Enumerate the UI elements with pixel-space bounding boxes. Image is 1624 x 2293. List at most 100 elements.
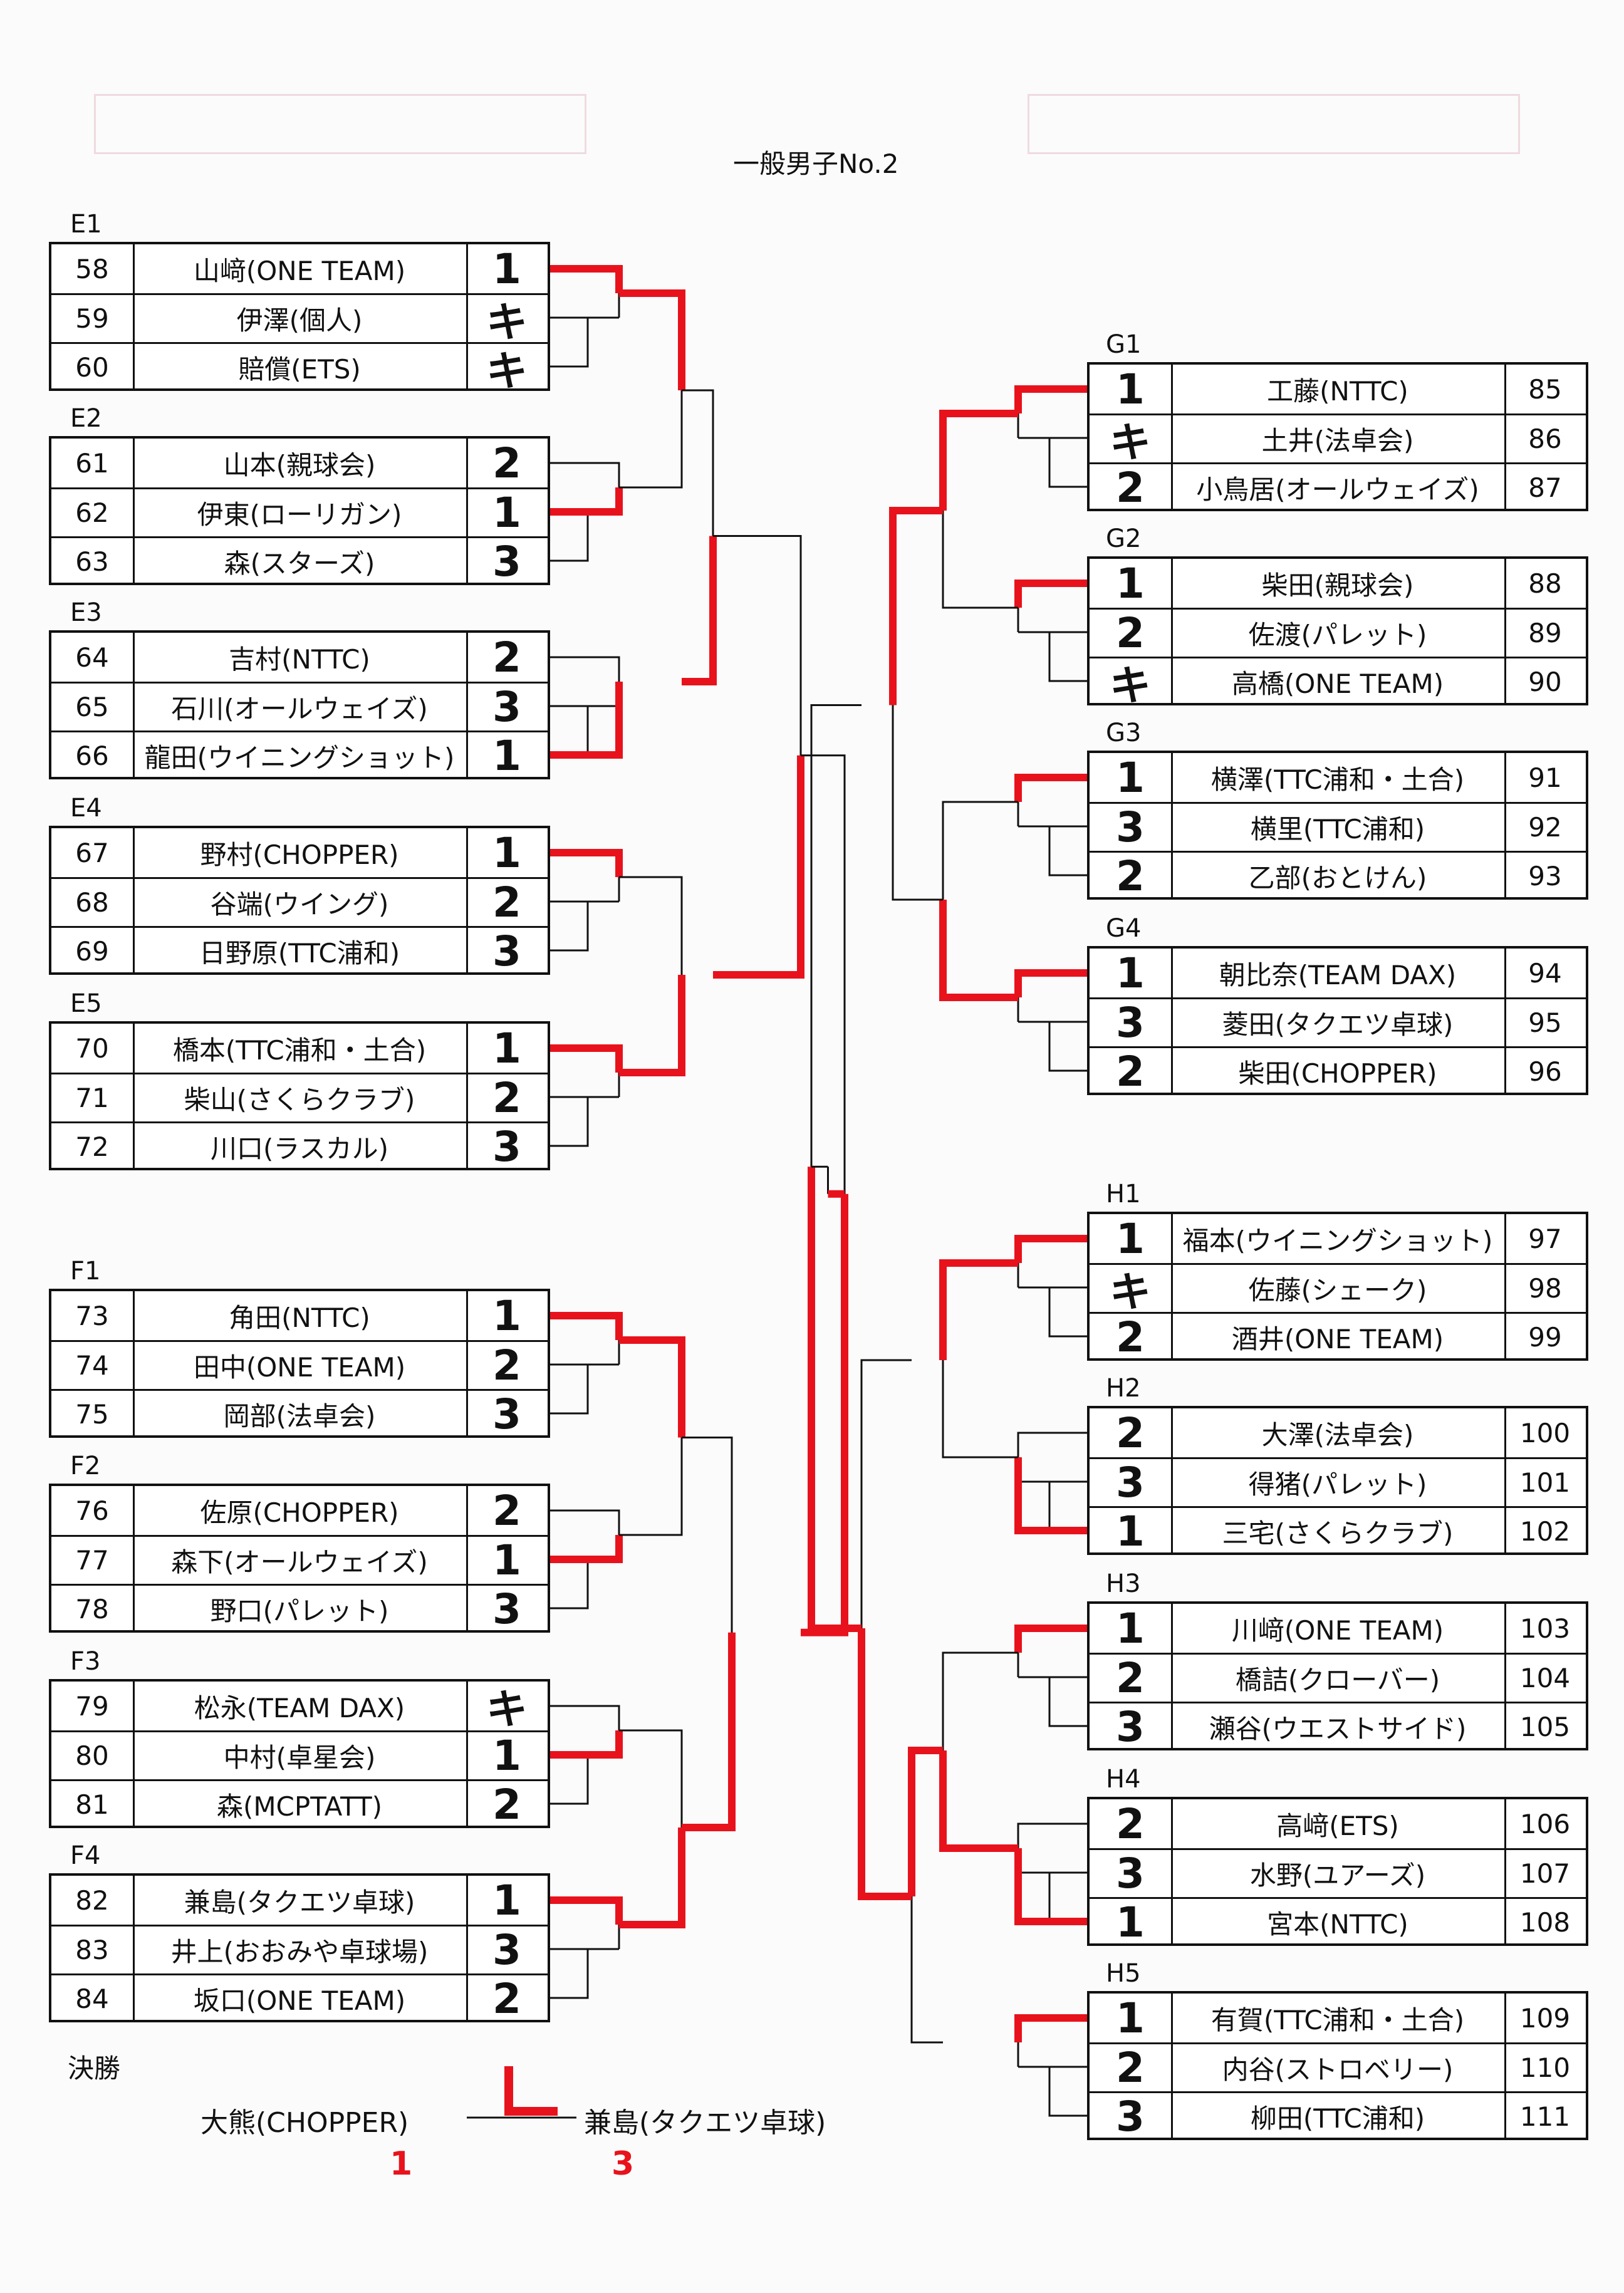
player-name: 柴山(さくらクラブ) (184, 1084, 415, 1115)
cell-divider (1171, 1655, 1173, 1702)
winner-path (682, 536, 717, 685)
group-connector (1018, 1676, 1087, 1727)
cell-divider (1171, 853, 1173, 900)
cell-divider (133, 344, 135, 391)
group-connector (1018, 437, 1087, 488)
match-result: 2 (492, 1074, 521, 1121)
cell-divider (133, 439, 135, 487)
cell-divider (133, 1781, 135, 1828)
cell-divider (1504, 1048, 1506, 1095)
group-label: G2 (1106, 524, 1142, 553)
group-connector (1018, 631, 1087, 682)
match-result: 3 (1116, 1459, 1145, 1506)
player-name: 森(スターズ) (224, 548, 375, 579)
group-connector (550, 1096, 619, 1147)
winner-path (713, 755, 804, 979)
winner-path (538, 1896, 623, 1925)
cell-divider (466, 1926, 468, 1973)
player-number: 86 (1528, 424, 1562, 454)
cell-divider (1504, 658, 1506, 705)
page-title: 一般男子No.2 (733, 148, 899, 179)
match-result: 2 (492, 439, 521, 487)
player-name: 横澤(TTC浦和・土合) (1210, 764, 1465, 795)
player-number: 89 (1528, 618, 1562, 648)
group-label: F1 (70, 1257, 101, 1286)
final-winner-mark (504, 2066, 558, 2116)
group-connector (550, 462, 620, 512)
match-result: 1 (1116, 365, 1145, 413)
final-label: 決勝 (68, 2053, 121, 2084)
player-number: 100 (1519, 1417, 1571, 1448)
player-name: 橋詰(クローバー) (1235, 1665, 1440, 1695)
match-result: 1 (492, 828, 521, 877)
player-name: 日野原(TTC浦和) (199, 938, 400, 969)
winner-path (858, 1628, 912, 1900)
group-label: F3 (70, 1647, 101, 1676)
player-name: 角田(NTTC) (229, 1302, 370, 1333)
match-result: 2 (1116, 2044, 1145, 2091)
player-number: 95 (1528, 1007, 1562, 1038)
player-number: 70 (75, 1032, 109, 1064)
cell-divider (1171, 2044, 1173, 2091)
player-number: 109 (1519, 2002, 1571, 2034)
cell-divider (1171, 1799, 1173, 1848)
cell-divider (133, 538, 135, 585)
bleed-through-mark (1028, 94, 1520, 154)
cell-divider (133, 1342, 135, 1389)
player-number: 78 (75, 1594, 109, 1625)
group-label: G1 (1106, 330, 1142, 359)
cell-divider (1504, 2093, 1506, 2140)
cell-divider (1171, 1459, 1173, 1506)
cell-divider (1504, 610, 1506, 657)
cell-divider (133, 732, 135, 779)
winner-path (939, 410, 1018, 511)
group-label: F4 (70, 1841, 101, 1870)
group-connector (1018, 1871, 1087, 1923)
player-row: 73 角田(NTTC) 1 (51, 1291, 548, 1340)
cell-divider (1504, 1994, 1506, 2042)
match-result: 1 (1116, 1994, 1145, 2042)
group-connector (1018, 825, 1087, 876)
match-result: キ (486, 298, 528, 343)
group-connector (550, 1363, 619, 1415)
cell-divider (133, 1732, 135, 1779)
match-result: 3 (1116, 804, 1145, 851)
cell-divider (1171, 1048, 1173, 1095)
group-connector (550, 656, 620, 706)
round-connector (619, 1729, 683, 1926)
cell-divider (1171, 1214, 1173, 1263)
match-result: 1 (492, 1291, 521, 1340)
winner-path (1014, 969, 1100, 997)
player-number: 83 (75, 1935, 109, 1965)
group-connector (550, 1705, 620, 1755)
player-name: 福本(ウイニングショット) (1182, 1225, 1493, 1256)
cell-divider (1171, 1265, 1173, 1312)
winner-path (1014, 1235, 1100, 1263)
match-result: 3 (492, 1391, 521, 1438)
player-number: 63 (75, 546, 109, 577)
group-connector (550, 1754, 619, 1805)
round-connector (713, 535, 802, 976)
match-result: 2 (1116, 853, 1145, 900)
player-number: 59 (75, 303, 109, 334)
player-number: 73 (75, 1300, 109, 1331)
round-connector (682, 1437, 733, 1829)
player-name: 野村(CHOPPER) (200, 839, 399, 870)
player-name: 中村(卓星会) (223, 1742, 376, 1773)
player-name: 川口(ラスカル) (211, 1133, 388, 1164)
winner-path (1014, 385, 1100, 413)
group-label: G3 (1106, 719, 1142, 747)
